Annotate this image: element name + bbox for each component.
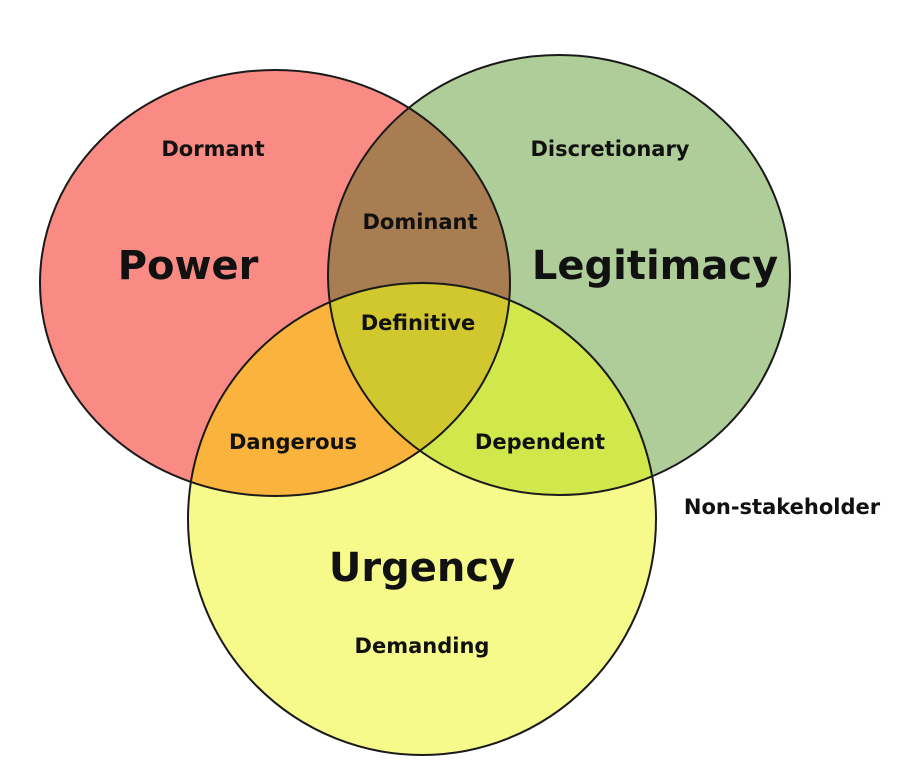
- legitimacy-urgency-overlap: [328, 283, 656, 495]
- demanding-label: Demanding: [355, 634, 490, 658]
- dormant-label: Dormant: [161, 137, 264, 161]
- non-stakeholder-label: Non-stakeholder: [684, 495, 881, 519]
- legitimacy-label: Legitimacy: [532, 243, 778, 289]
- dangerous-label: Dangerous: [229, 430, 357, 454]
- discretionary-label: Discretionary: [530, 137, 689, 161]
- circle-outlines: [39, 54, 791, 756]
- urgency-label: Urgency: [329, 545, 515, 591]
- power-label: Power: [118, 243, 259, 289]
- definitive-label: Definitive: [361, 311, 476, 335]
- dominant-label: Dominant: [362, 210, 477, 234]
- power-urgency-overlap: [188, 283, 510, 496]
- dependent-label: Dependent: [475, 430, 605, 454]
